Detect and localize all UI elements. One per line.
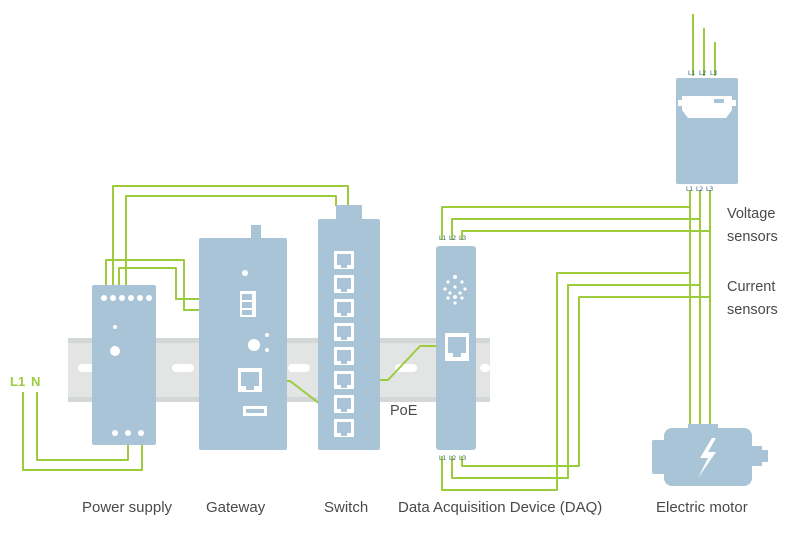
ethernet-port-icon bbox=[334, 419, 354, 437]
device-captions: Power supply Gateway Switch Data Acquisi… bbox=[82, 499, 748, 516]
terminal-label: L2 bbox=[699, 70, 706, 77]
ps-to-gateway-wire-b bbox=[118, 267, 240, 300]
mains-wire-l1 bbox=[22, 392, 143, 471]
daq-caption: Data Acquisition Device (DAQ) bbox=[398, 499, 602, 516]
current-label-line2: sensors bbox=[727, 302, 778, 318]
terminal-label: L3 bbox=[459, 235, 466, 242]
ethernet-port-icon bbox=[334, 347, 354, 365]
voltage-label-line2: sensors bbox=[727, 229, 778, 245]
mains-l1-label: L1 bbox=[10, 374, 25, 389]
current-label: Current bbox=[727, 279, 775, 295]
mains-wire-n bbox=[36, 392, 129, 461]
ethernet-port-icon bbox=[334, 251, 354, 269]
switch-caption: Switch bbox=[324, 499, 368, 516]
meter-bottom-terminals: L1 L2 L3 bbox=[686, 186, 713, 193]
current-wire-l3 bbox=[461, 296, 710, 467]
ethernet-port-icon bbox=[334, 275, 354, 293]
voltage-wire-l2 bbox=[451, 190, 701, 240]
terminal-label: L1 bbox=[439, 235, 446, 242]
terminal-label: L1 bbox=[686, 186, 693, 193]
voltage-wire-l1 bbox=[441, 190, 691, 240]
current-wire-l1 bbox=[441, 272, 690, 491]
energy-meter-icon: L1 L2 L3 L1 L2 L3 bbox=[676, 70, 738, 193]
switch-device bbox=[318, 205, 380, 450]
gateway-device bbox=[199, 225, 287, 450]
meter-top-terminals: L1 L2 L3 bbox=[688, 70, 717, 77]
terminal-label: L1 bbox=[439, 455, 446, 462]
daq-bottom-terminals: L1 L2 L3 bbox=[439, 455, 466, 462]
ethernet-port-icon bbox=[334, 323, 354, 341]
terminal-label: L1 bbox=[688, 70, 695, 77]
voltage-label: Voltage bbox=[727, 206, 775, 222]
motor-caption: Electric motor bbox=[656, 499, 748, 516]
mains-n-label: N bbox=[31, 374, 40, 389]
electric-motor-icon bbox=[652, 424, 768, 486]
switch-ports bbox=[334, 251, 354, 437]
gateway-caption: Gateway bbox=[206, 499, 266, 516]
ethernet-port-icon bbox=[238, 368, 262, 392]
daq-top-terminals: L1 L2 L3 bbox=[439, 235, 466, 242]
current-wire-l2 bbox=[451, 284, 700, 479]
ethernet-port-icon bbox=[445, 333, 469, 361]
daq-device: L1 L2 L3 L1 L2 L3 bbox=[436, 235, 476, 462]
terminal-label: L2 bbox=[449, 235, 456, 242]
ethernet-port-icon bbox=[334, 395, 354, 413]
mains-label: L1 N bbox=[10, 374, 40, 389]
ethernet-port-icon bbox=[334, 371, 354, 389]
voltage-wire-l3 bbox=[461, 190, 711, 240]
wiring bbox=[22, 14, 716, 491]
ps-to-switch-wire-b bbox=[125, 195, 337, 285]
terminal-label: L3 bbox=[706, 186, 713, 193]
power-supply-device bbox=[92, 285, 156, 445]
ps-to-switch-wire-a bbox=[112, 185, 349, 285]
ethernet-port-icon bbox=[334, 299, 354, 317]
poe-label: PoE bbox=[390, 403, 418, 419]
daq-logo-icon bbox=[443, 275, 467, 305]
terminal-label: L3 bbox=[459, 455, 466, 462]
terminal-label: L3 bbox=[710, 70, 717, 77]
terminal-label: L2 bbox=[449, 455, 456, 462]
power-supply-caption: Power supply bbox=[82, 499, 173, 516]
terminal-label: L2 bbox=[696, 186, 703, 193]
sensor-labels: Voltage sensors Current sensors PoE bbox=[390, 206, 778, 419]
